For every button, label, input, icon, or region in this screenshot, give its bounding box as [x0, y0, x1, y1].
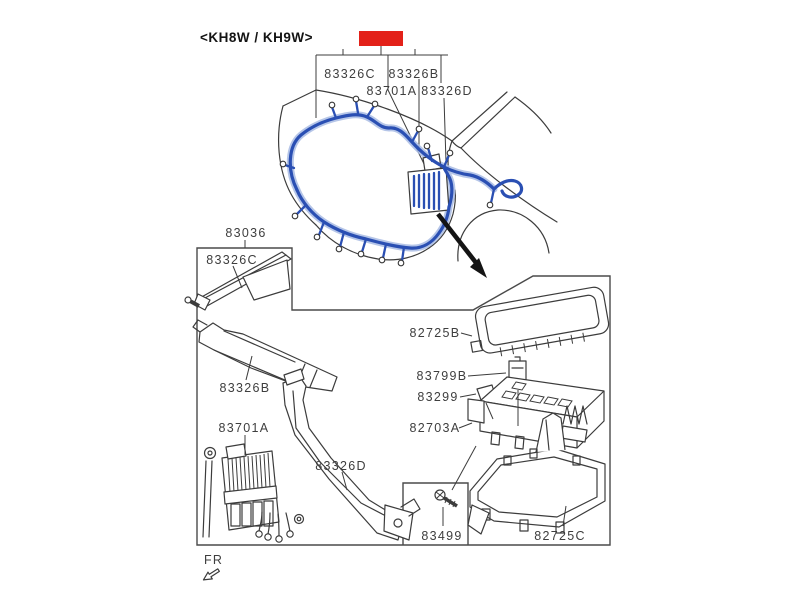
callout-83326b-top: 83326B: [389, 67, 440, 81]
fr-label: FR: [204, 553, 223, 567]
callout-83326c-top: 83326C: [324, 67, 376, 81]
label-83799b: 83799B: [417, 369, 468, 383]
part-83326d-drawing: [282, 368, 421, 541]
engine-wiring-harness: [279, 95, 524, 267]
label-83326b: 83326B: [220, 381, 271, 395]
label-83326d: 83326D: [315, 459, 367, 473]
front-direction-arrow-icon: [202, 568, 220, 581]
model-code-header: <KH8W / KH9W>: [200, 30, 313, 45]
label-83701a: 83701A: [219, 421, 270, 435]
label-leader-lines: [232, 240, 567, 527]
front-direction-marker: FR: [202, 553, 223, 581]
part-82725c-drawing: [467, 412, 606, 535]
label-82703a: 82703A: [410, 421, 461, 435]
label-82725b: 82725B: [410, 326, 461, 340]
left-box-title-83036: 83036: [225, 226, 266, 240]
label-83299: 83299: [417, 390, 458, 404]
part-83701a-drawing: [202, 443, 305, 543]
detail-pointer-arrow: [436, 212, 487, 278]
harness-branch-wires: [283, 99, 496, 263]
part-83326c-drawing: [184, 251, 292, 311]
part-83499-drawing: [434, 489, 458, 508]
callout-83326d-top: 83326D: [421, 84, 473, 98]
part-82725b-drawing: [470, 286, 610, 357]
harness-connector-dots: [279, 95, 494, 267]
label-82725c: 82725C: [534, 529, 586, 543]
part-82703a-drawing: [467, 376, 605, 454]
label-83499: 83499: [421, 529, 462, 543]
red-highlight-box[interactable]: [359, 31, 403, 46]
callout-83701a-top: 83701A: [367, 84, 418, 98]
label-83326c: 83326C: [206, 253, 258, 267]
detail-box-outline: [196, 247, 611, 546]
harness-main-wires: [288, 113, 524, 250]
